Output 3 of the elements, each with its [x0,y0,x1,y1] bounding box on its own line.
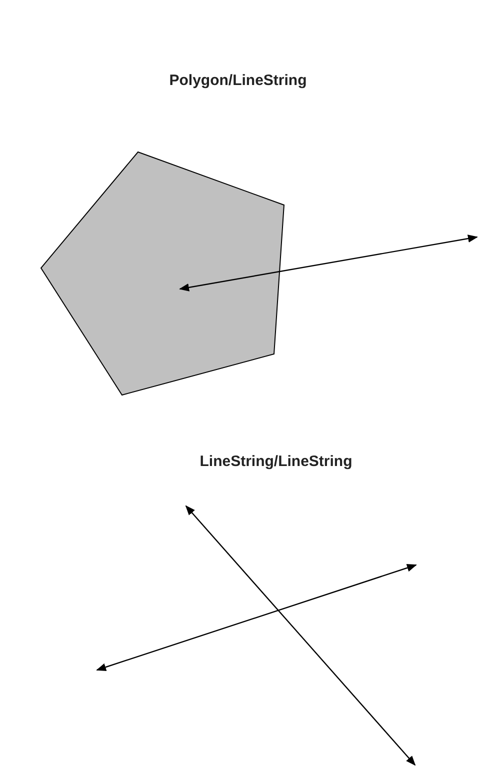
heading: Polygon/LineString [169,72,307,89]
pentagon-shape [40,151,285,396]
heading: LineString/LineString [200,453,352,470]
